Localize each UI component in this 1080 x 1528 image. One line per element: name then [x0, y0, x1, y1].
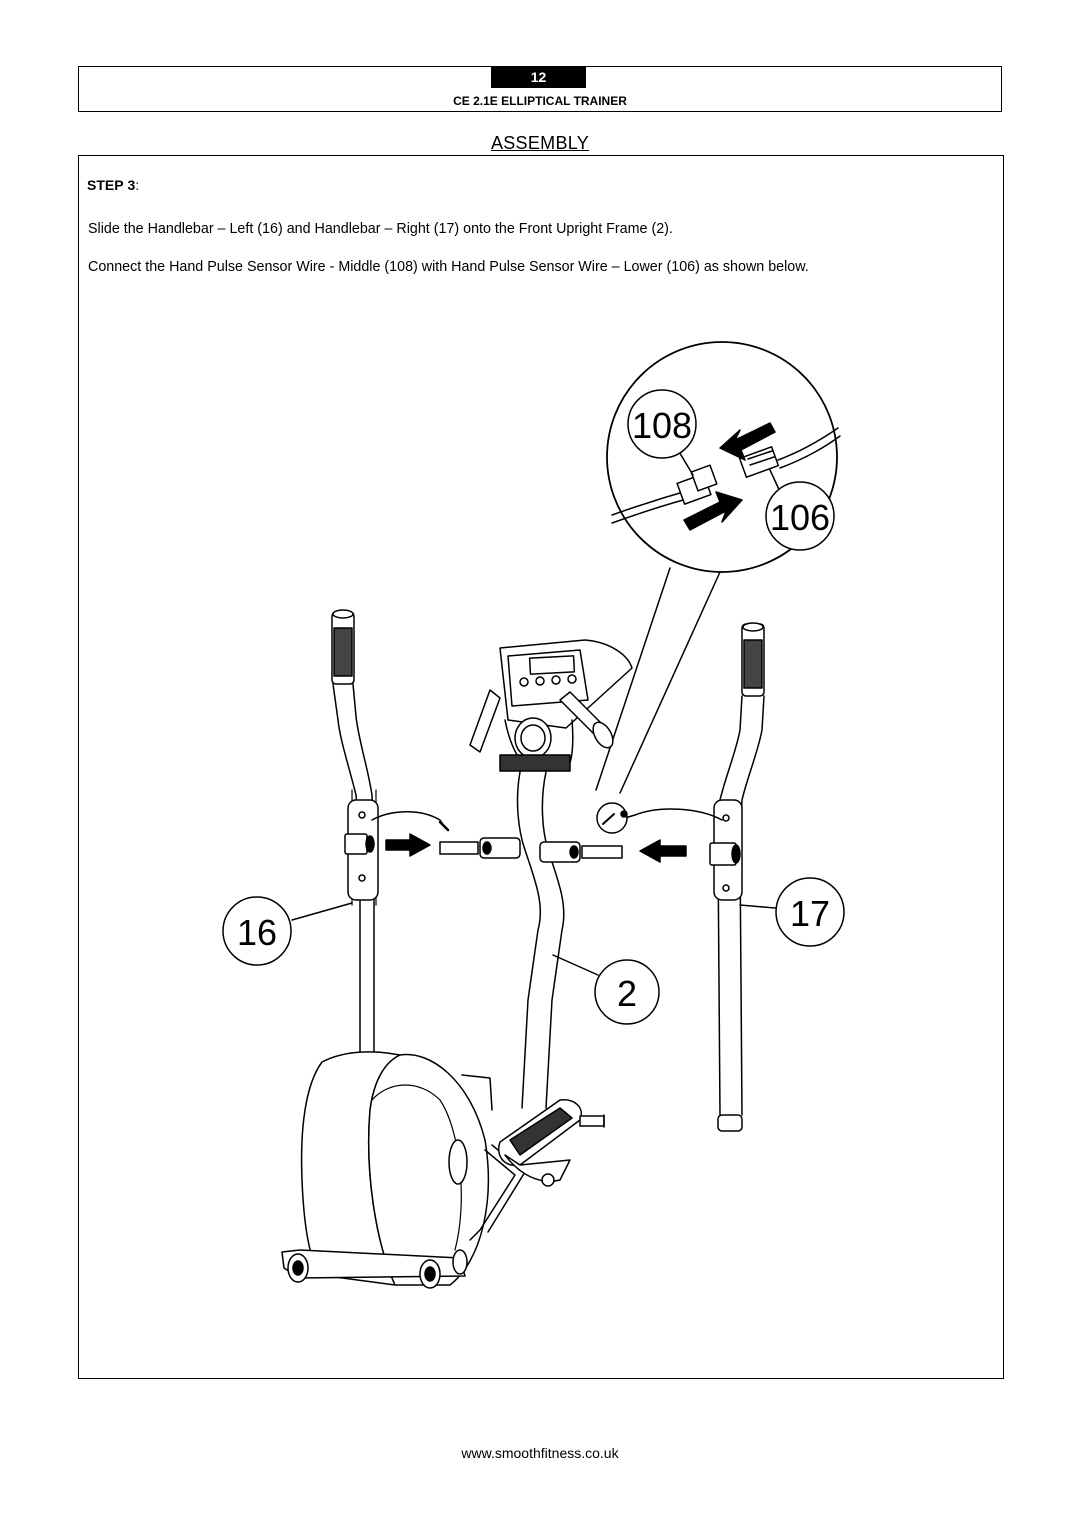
step-number: 3 — [127, 177, 136, 193]
callout-108-text: 108 — [632, 405, 692, 446]
footer-website-url: www.smoothfitness.co.uk — [461, 1445, 619, 1461]
callout-106-text: 106 — [770, 497, 830, 538]
arrow-left-icon — [639, 839, 687, 863]
step-label: STEP 3: — [87, 177, 139, 193]
handlebar-right — [709, 622, 765, 1132]
step-word: STEP — [87, 177, 124, 193]
step-separator: : — [135, 177, 140, 193]
connector-108 — [676, 464, 718, 505]
elliptical-trainer-drawing — [281, 609, 765, 1289]
callout-108: 108 — [627, 389, 697, 476]
callout-17: 17 — [739, 877, 845, 947]
callout-2: 2 — [552, 954, 660, 1025]
callout-17-text: 17 — [790, 893, 830, 934]
document-title: CE 2.1E ELLIPTICAL TRAINER — [453, 94, 627, 108]
pedal — [498, 1099, 605, 1187]
instruction-2: Connect the Hand Pulse Sensor Wire - Mid… — [88, 259, 809, 275]
callout-2-text: 2 — [617, 973, 637, 1014]
callout-16-text: 16 — [237, 912, 277, 953]
callout-16: 16 — [222, 896, 353, 966]
page-number-badge: 12 — [491, 66, 586, 88]
handlebar-left — [331, 609, 379, 1061]
front-upright-frame — [439, 771, 623, 1109]
console — [469, 639, 633, 772]
content-frame — [78, 155, 1004, 1379]
arrow-left-icon — [719, 422, 776, 461]
section-heading: ASSEMBLY — [490, 133, 590, 153]
arrow-right-icon — [683, 491, 743, 531]
connector-106 — [738, 446, 780, 478]
arrow-right-icon — [385, 833, 431, 857]
assembly-illustration: 108 106 — [222, 341, 845, 1289]
instruction-1: Slide the Handlebar – Left (16) and Hand… — [88, 221, 673, 237]
callout-106: 106 — [765, 469, 835, 551]
flywheel-housing — [281, 1051, 493, 1289]
